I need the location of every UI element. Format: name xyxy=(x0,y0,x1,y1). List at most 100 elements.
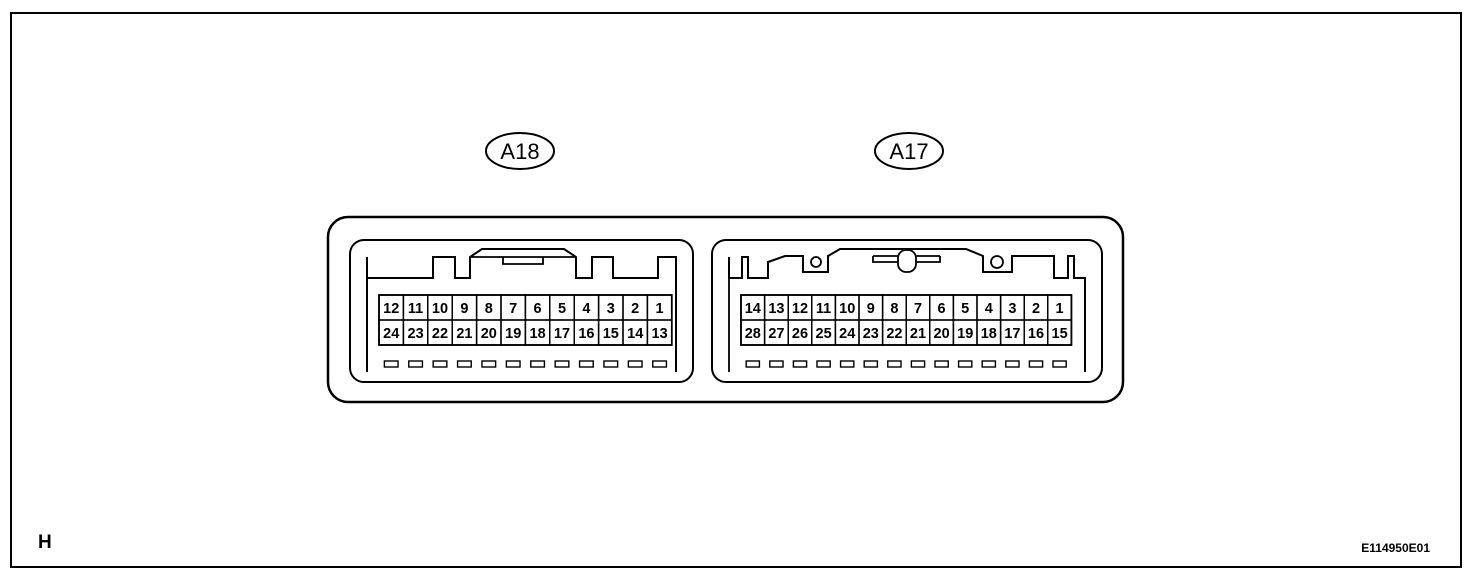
terminal-tooth-a17-7 xyxy=(887,360,902,368)
terminal-tooth-a18-10 xyxy=(603,360,619,368)
pin-number-a17-3: 3 xyxy=(1008,301,1016,317)
pin-number-a18-14: 14 xyxy=(627,326,643,342)
pin-number-a18-10: 10 xyxy=(432,301,448,317)
pin-number-a17-16: 16 xyxy=(1028,326,1044,342)
pin-number-a17-9: 9 xyxy=(867,301,875,317)
pin-number-a17-25: 25 xyxy=(816,326,832,342)
pin-number-a17-17: 17 xyxy=(1004,326,1020,342)
terminal-tooth-a18-11 xyxy=(627,360,643,368)
pin-number-a18-18: 18 xyxy=(530,326,546,342)
terminal-tooth-a17-13 xyxy=(1028,360,1044,368)
pin-number-a18-24: 24 xyxy=(383,326,399,342)
pin-number-a17-28: 28 xyxy=(745,326,761,342)
connector-a17-label-bubble: A17 xyxy=(874,132,944,170)
pin-number-a18-4: 4 xyxy=(582,301,590,317)
connector-a18-key-profile xyxy=(366,248,677,372)
pin-number-a18-6: 6 xyxy=(534,301,542,317)
terminal-tooth-a17-10 xyxy=(957,360,973,368)
terminal-tooth-a18-2 xyxy=(408,360,424,368)
connector-a17-round-key-1 xyxy=(810,256,822,268)
connector-a17-shell xyxy=(711,239,1103,383)
pin-cell-a18-13 xyxy=(646,319,673,346)
pin-number-a17-13: 13 xyxy=(768,301,784,317)
ecu-housing-outer xyxy=(326,215,1125,404)
terminal-tooth-a18-5 xyxy=(481,360,497,368)
pin-number-a17-2: 2 xyxy=(1032,301,1040,317)
corner-letter: H xyxy=(38,532,52,553)
pin-number-a18-22: 22 xyxy=(432,326,448,342)
connector-a18-shell xyxy=(349,239,694,383)
terminal-tooth-a17-8 xyxy=(910,360,926,368)
pin-number-a17-6: 6 xyxy=(938,301,946,317)
terminal-tooth-a18-3 xyxy=(432,360,448,368)
terminal-tooth-a18-12 xyxy=(652,360,668,368)
terminal-tooth-a17-9 xyxy=(934,360,949,368)
pin-number-a18-7: 7 xyxy=(509,301,517,317)
pin-cell-a17-15 xyxy=(1047,319,1073,346)
terminal-tooth-a17-4 xyxy=(816,360,831,368)
connector-a17-key-notch xyxy=(872,255,941,263)
terminal-tooth-a18-4 xyxy=(456,360,472,368)
pin-number-a17-4: 4 xyxy=(985,301,993,317)
terminal-tooth-a17-3 xyxy=(792,360,808,368)
pin-number-a17-24: 24 xyxy=(839,326,855,342)
pin-number-a18-21: 21 xyxy=(456,326,472,342)
pin-number-a17-26: 26 xyxy=(792,326,808,342)
pin-number-a18-1: 1 xyxy=(656,301,664,317)
pin-number-a18-3: 3 xyxy=(607,301,615,317)
terminal-tooth-a18-6 xyxy=(505,360,521,368)
pin-number-a17-27: 27 xyxy=(768,326,784,342)
connector-a18-key-notch xyxy=(470,256,576,265)
connector-a17-label: A17 xyxy=(889,139,928,164)
terminal-tooth-a17-11 xyxy=(981,360,997,368)
pin-number-a17-14: 14 xyxy=(745,301,761,317)
pin-number-a18-12: 12 xyxy=(383,301,399,317)
pin-number-a17-12: 12 xyxy=(792,301,808,317)
pin-number-a18-16: 16 xyxy=(578,326,594,342)
pin-number-a18-20: 20 xyxy=(481,326,497,342)
pin-number-a17-23: 23 xyxy=(863,326,879,342)
terminal-tooth-a17-14 xyxy=(1052,360,1067,368)
terminal-tooth-a18-7 xyxy=(530,360,546,368)
pin-number-a17-10: 10 xyxy=(839,301,855,317)
pin-number-a18-17: 17 xyxy=(554,326,570,342)
pin-number-a18-19: 19 xyxy=(505,326,521,342)
pin-number-a18-5: 5 xyxy=(558,301,566,317)
terminal-tooth-a17-12 xyxy=(1005,360,1020,368)
pin-number-a17-22: 22 xyxy=(886,326,902,342)
pin-number-a18-2: 2 xyxy=(631,301,639,317)
terminal-tooth-a18-9 xyxy=(578,360,594,368)
pin-number-a18-11: 11 xyxy=(408,301,423,317)
pin-number-a18-15: 15 xyxy=(603,326,619,342)
figure-code: E114950E01 xyxy=(1361,541,1430,555)
pin-number-a17-20: 20 xyxy=(934,326,950,342)
pin-number-a17-1: 1 xyxy=(1056,301,1064,317)
pin-number-a17-7: 7 xyxy=(914,301,922,317)
connector-a17-round-key-2 xyxy=(897,249,917,273)
pin-number-a17-5: 5 xyxy=(961,301,969,317)
connector-a18-label-bubble: A18 xyxy=(485,132,555,170)
pin-number-a18-8: 8 xyxy=(485,301,493,317)
connector-a17-key-profile xyxy=(728,248,1086,372)
pin-number-a18-23: 23 xyxy=(408,326,424,342)
pin-number-a17-18: 18 xyxy=(981,326,997,342)
terminal-tooth-a18-8 xyxy=(554,360,570,368)
pin-number-a18-13: 13 xyxy=(652,326,668,342)
pin-number-a18-9: 9 xyxy=(460,301,468,317)
connector-a18-label: A18 xyxy=(500,139,539,164)
terminal-tooth-a17-6 xyxy=(863,360,879,368)
terminal-tooth-a17-2 xyxy=(769,360,784,368)
pin-number-a17-21: 21 xyxy=(910,326,926,342)
pin-number-a17-19: 19 xyxy=(957,326,973,342)
pin-number-a17-15: 15 xyxy=(1052,326,1068,342)
pin-number-a17-11: 11 xyxy=(816,301,831,317)
terminal-tooth-a18-1 xyxy=(383,360,399,368)
diagram-frame xyxy=(10,12,1462,568)
terminal-tooth-a17-5 xyxy=(839,360,855,368)
terminal-tooth-a17-1 xyxy=(745,360,761,368)
connector-a17-round-key-3 xyxy=(990,255,1004,269)
pin-number-a17-8: 8 xyxy=(890,301,898,317)
